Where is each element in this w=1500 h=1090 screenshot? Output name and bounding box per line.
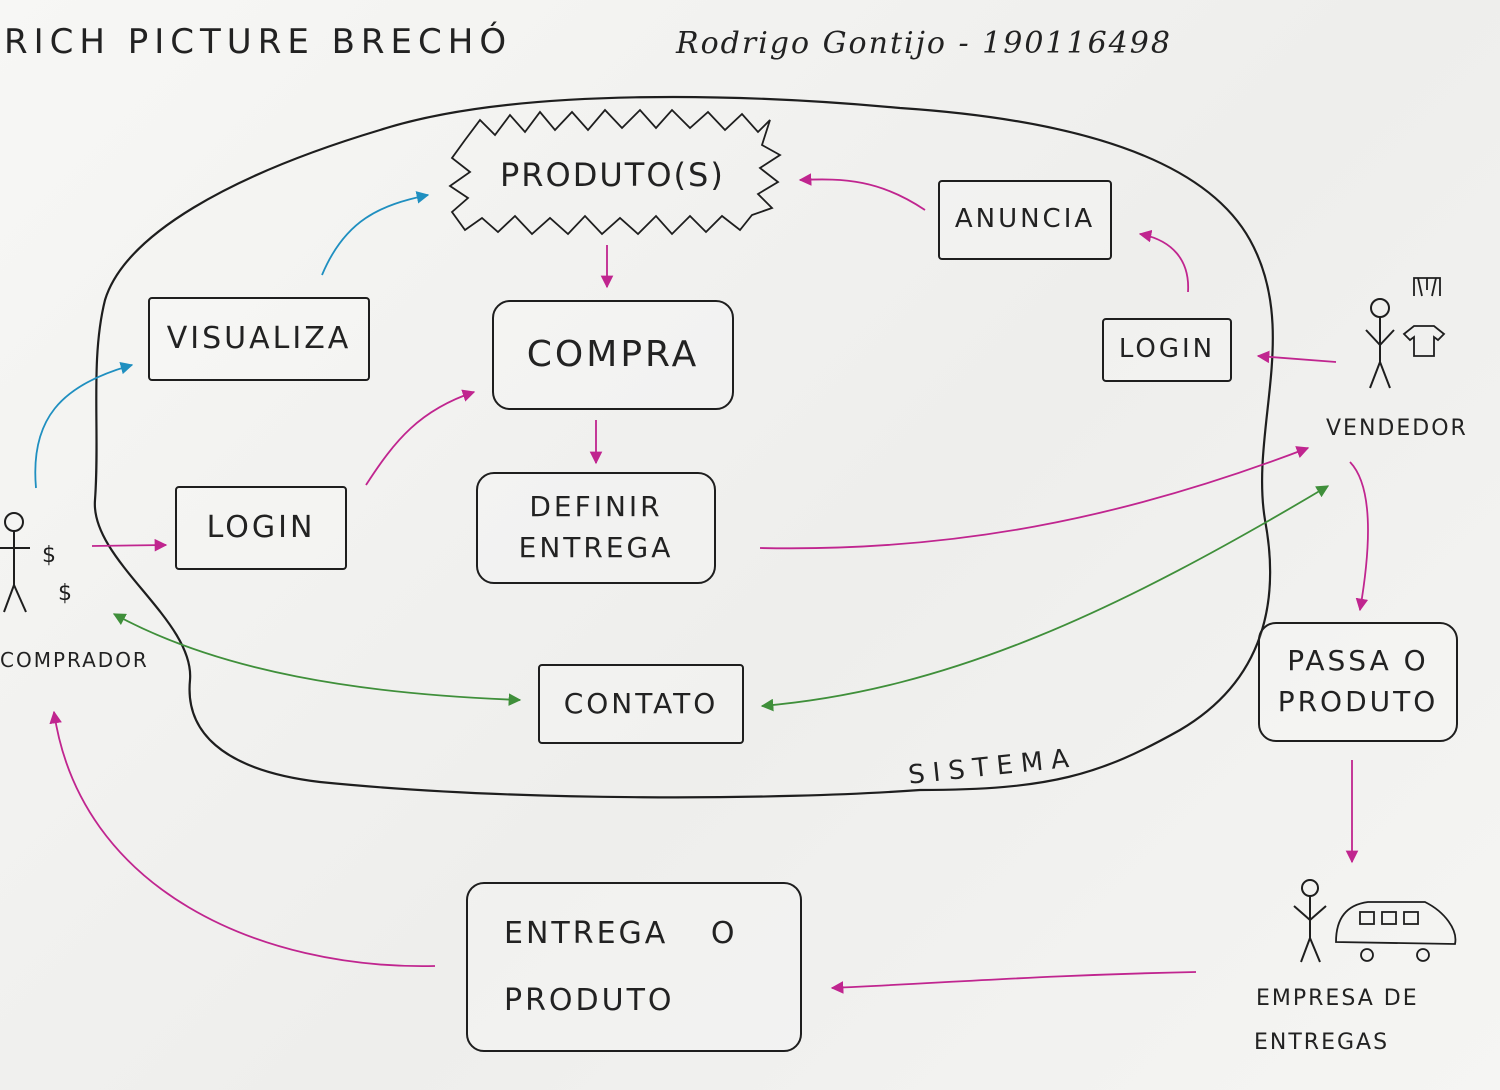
money-mark: $ — [42, 543, 56, 568]
visualiza-label: VISUALIZA — [166, 321, 352, 357]
delivery-van-icon — [1335, 901, 1457, 962]
arrow-definir-to-vendedor — [759, 446, 1310, 550]
arrow-login-to-anuncia — [1138, 229, 1189, 293]
definir-entrega-label-line2: ENTREGA — [518, 531, 674, 564]
arrow-empresa-to-entrega — [830, 971, 1197, 994]
entrega-produto-box: ENTREGA O PRODUTO — [466, 882, 802, 1052]
vendedor-label: VENDEDOR — [1326, 416, 1468, 441]
entrega-produto-label-line1: ENTREGA O — [504, 915, 738, 951]
author-signature: Rodrigo Gontijo - 190116498 — [676, 26, 1172, 61]
arrow-vendedor-to-passa — [1349, 461, 1369, 612]
passa-produto-box: PASSA O PRODUTO — [1258, 622, 1458, 742]
passa-produto-label-line2: PRODUTO — [1277, 685, 1439, 718]
system-boundary — [93, 95, 1274, 799]
empresa-label-line1: EMPRESA DE — [1256, 986, 1419, 1011]
anuncia-label: ANUNCIA — [954, 204, 1096, 235]
products-burst — [448, 108, 782, 236]
arrow-comprador-to-login — [91, 538, 168, 552]
arrow-vendedor-contato-bidirectional — [760, 485, 1330, 712]
anuncia-box: ANUNCIA — [938, 180, 1112, 260]
diagram-title: RICH PICTURE BRECHÓ — [4, 22, 513, 62]
definir-entrega-label-line1: DEFINIR — [529, 490, 663, 524]
passa-produto-label-line1: PASSA O — [1287, 644, 1429, 678]
login-vendedor-label: LOGIN — [1118, 334, 1216, 365]
money-mark: $ — [58, 581, 72, 606]
arrow-vendedor-to-login — [1256, 350, 1337, 364]
definir-entrega-box: DEFINIR ENTREGA — [476, 472, 716, 584]
compra-box: COMPRA — [492, 300, 734, 410]
empresa-label-line2: ENTREGAS — [1254, 1030, 1390, 1055]
comprador-stick-figure — [0, 512, 30, 613]
arrow-comprador-contato-bidirectional — [112, 613, 522, 706]
produtos-label: PRODUTO(S) — [500, 156, 725, 194]
comprador-label: COMPRADOR — [0, 648, 149, 672]
compra-label: COMPRA — [526, 333, 700, 375]
login-vendedor-box: LOGIN — [1102, 318, 1232, 382]
arrow-login-to-compra — [365, 389, 476, 486]
vendedor-stick-figure — [1365, 298, 1395, 389]
entrega-produto-label-line2: PRODUTO — [504, 983, 675, 1018]
arrow-anuncia-to-produtos — [798, 173, 926, 211]
clothes-icon — [1402, 277, 1446, 357]
arrow-visualiza-to-produtos — [321, 191, 430, 276]
visualiza-box: VISUALIZA — [148, 297, 370, 381]
login-comprador-box: LOGIN — [175, 486, 347, 570]
courier-stick-figure — [1293, 879, 1327, 963]
arrow-entrega-to-comprador — [49, 710, 436, 967]
contato-label: CONTATO — [563, 686, 719, 720]
contato-box: CONTATO — [538, 664, 744, 744]
login-comprador-label: LOGIN — [206, 510, 316, 546]
arrow-comprador-to-visualiza — [34, 361, 134, 489]
